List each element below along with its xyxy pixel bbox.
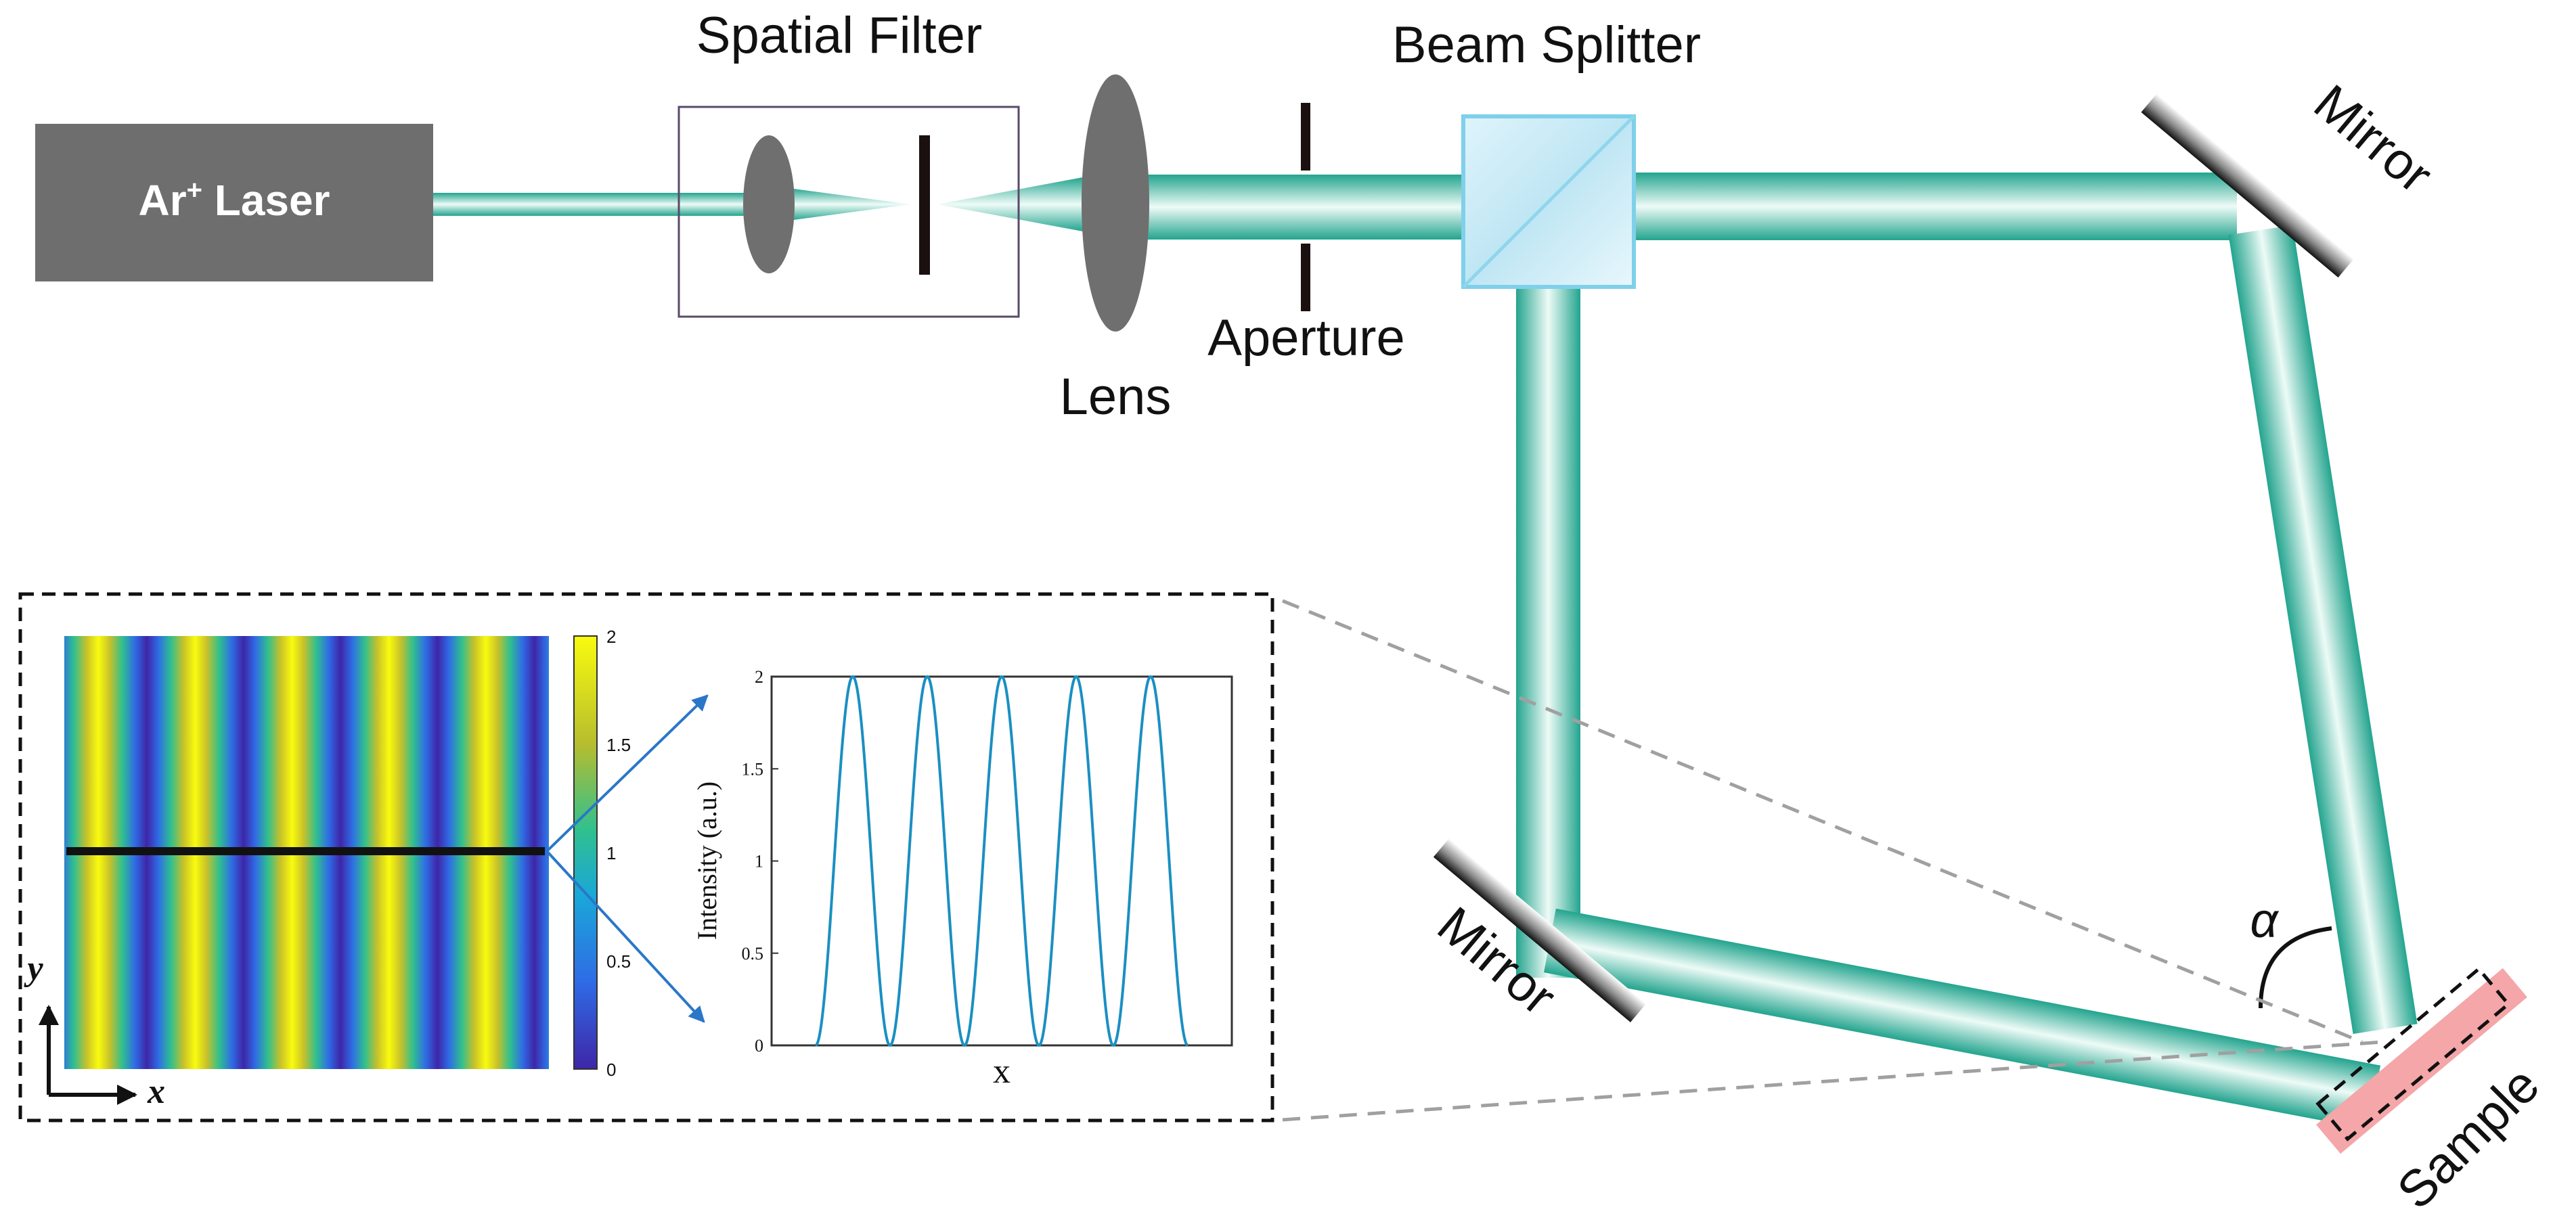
colorbar-tick-label: 0 (606, 1060, 616, 1080)
plot-y-tick-label: 2 (755, 667, 763, 687)
colorbar (573, 635, 598, 1070)
plot-y-tick-label: 1 (755, 852, 763, 871)
laser-label: Ar+ Laser (138, 175, 330, 225)
plot-frame (770, 675, 1233, 1047)
beam-lens-to-splitter (1117, 175, 1469, 240)
collimating-lens: Lens (1060, 74, 1172, 426)
lens-label: Lens (1060, 368, 1172, 426)
mirror-top-label: Mirror (2303, 74, 2443, 204)
pinhole (919, 135, 930, 275)
laser-beams (433, 173, 2418, 1130)
mirror-bottom-plate (1433, 838, 1647, 1022)
beam-splitter-label: Beam Splitter (1392, 16, 1701, 74)
zoom-guide-lower (1282, 1040, 2383, 1122)
colorbar-tick-label: 1.5 (606, 735, 631, 755)
aperture-label: Aperture (1207, 309, 1405, 367)
spatial-filter-lens (743, 135, 795, 273)
beam-splitter-to-mirror (1628, 173, 2237, 240)
zoom-guide-upper (1282, 599, 2363, 1044)
sample-zoom-box (2315, 966, 2511, 1141)
colorbar-ticks: 2 1.5 1 0.5 0 (606, 627, 631, 1080)
angle-arc (2259, 926, 2332, 1009)
aperture: Aperture (1207, 103, 1405, 367)
beam-splitter-diagonal (1462, 115, 1635, 288)
pointer-arrow-down (546, 850, 705, 1023)
plot-y-tick-label: 1.5 (742, 759, 764, 779)
colorbar-tick-label: 2 (606, 627, 616, 647)
beam-mirror-to-sample (2228, 225, 2418, 1035)
colorbar-tick-label: 1 (606, 843, 616, 863)
plot-y-tick-label: 0.5 (742, 944, 764, 964)
angle-alpha: α (2250, 894, 2332, 1009)
beam-diverge-cone (937, 177, 1083, 231)
lens-shape (1082, 74, 1149, 332)
spatial-filter: Spatial Filter (678, 7, 1020, 318)
colorbar-tick-label: 0.5 (606, 951, 631, 972)
intensity-curve (815, 675, 1189, 1047)
beam-bottom-mirror-to-sample (1544, 908, 2381, 1130)
zoom-guides (1282, 599, 2383, 1122)
aperture-upper-blade (1301, 103, 1310, 171)
plot-y-tick-label: 0 (755, 1036, 763, 1056)
laser-box (35, 124, 433, 281)
spatial-filter-label: Spatial Filter (696, 7, 982, 64)
beam-splitter-down (1516, 288, 1580, 978)
intensity-plot: 0 0.5 1 1.5 2 Intensity (a.u.) x (692, 667, 1233, 1091)
angle-label: α (2250, 894, 2279, 948)
sample-plate (2316, 968, 2527, 1154)
mirror-top-plate (2141, 93, 2354, 278)
interference-inset: 21.510.50 y x 00.511.52 Intensity (a.u.)… (18, 592, 1274, 1123)
beam-focus-cone (789, 188, 910, 221)
plot-x-label: x (993, 1052, 1011, 1091)
beam-splitter: Beam Splitter (1392, 16, 1701, 289)
aperture-lower-blade (1301, 244, 1310, 311)
ar-laser: Ar+ Laser (35, 124, 433, 281)
spatial-filter-box (678, 106, 1020, 318)
plot-y-ticks: 0 0.5 1 1.5 2 (742, 667, 778, 1056)
pointer-arrow-up (546, 694, 709, 853)
inset-x-label: x (147, 1072, 165, 1111)
plot-y-label: Intensity (a.u.) (692, 781, 722, 940)
beam-laser-to-filter (433, 193, 745, 216)
